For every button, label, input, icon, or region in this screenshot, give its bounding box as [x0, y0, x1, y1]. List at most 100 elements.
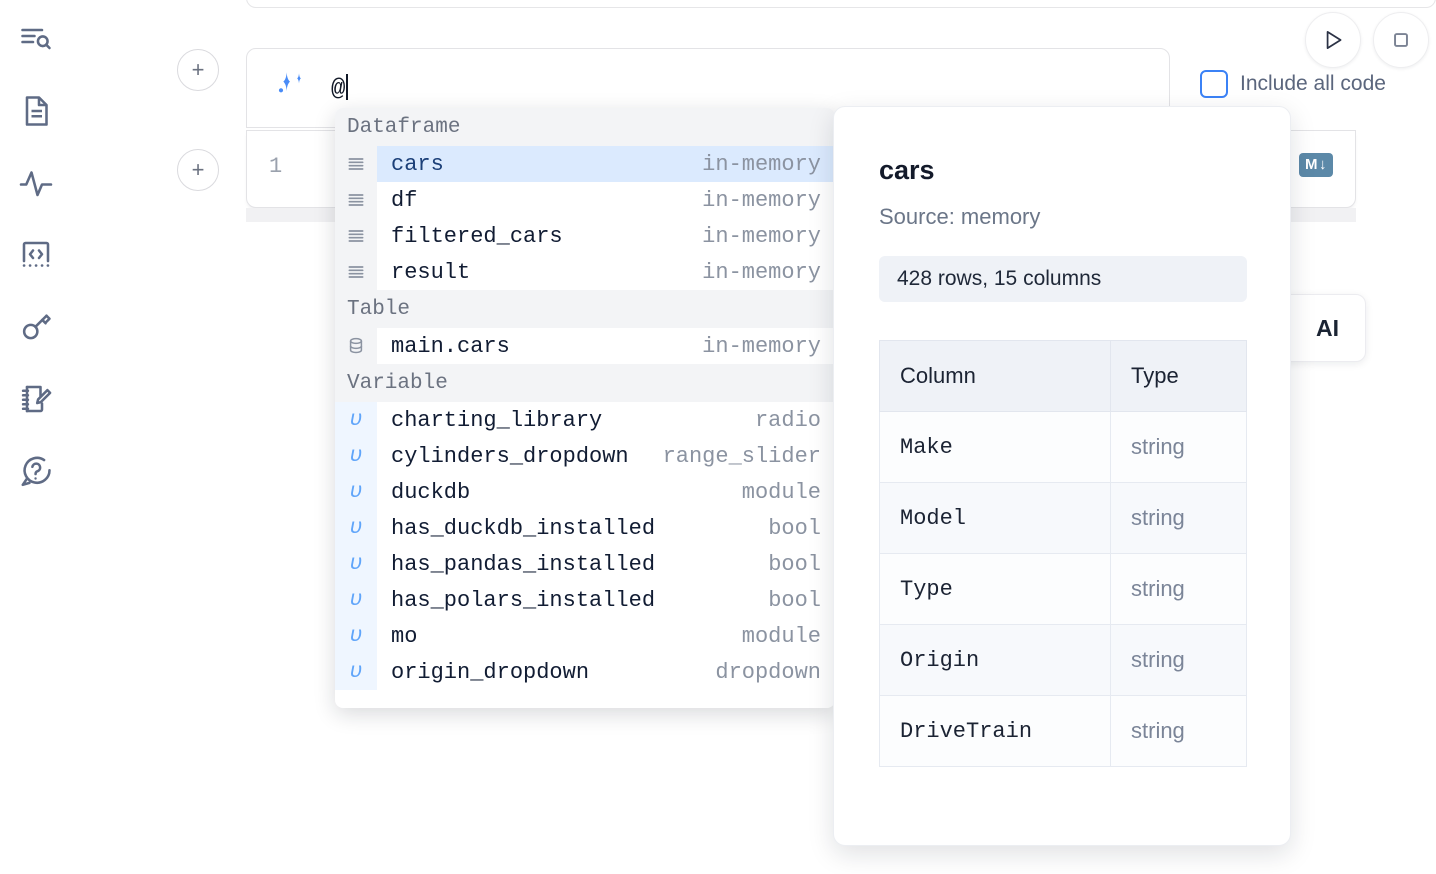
autocomplete-item-name: mo	[391, 623, 418, 649]
text-caret	[346, 73, 349, 100]
autocomplete-item-name: df	[391, 187, 418, 213]
autocomplete-item[interactable]: df in-memory	[335, 182, 835, 218]
scratchpad-icon[interactable]	[13, 376, 59, 422]
autocomplete-item-body: cylinders_dropdown range_slider	[377, 438, 835, 474]
autocomplete-item-type: in-memory	[702, 223, 821, 249]
autocomplete-item-type: in-memory	[702, 187, 821, 213]
dataframe-preview-panel: cars Source: memory 428 rows, 15 columns…	[833, 106, 1291, 846]
database-icon	[335, 328, 377, 364]
stop-button[interactable]	[1373, 12, 1429, 68]
add-cell-below-label: +	[191, 157, 205, 182]
explore-icon[interactable]	[13, 16, 59, 62]
autocomplete-item-type: in-memory	[702, 151, 821, 177]
preview-stats: 428 rows, 15 columns	[879, 256, 1247, 302]
autocomplete-item-type: in-memory	[702, 259, 821, 285]
ai-chip-label: AI	[1316, 314, 1339, 341]
variable-icon: υ	[335, 474, 377, 510]
preview-column-type: string	[1110, 411, 1247, 483]
autocomplete-item-name: has_duckdb_installed	[391, 515, 656, 541]
autocomplete-item-type: bool	[768, 551, 821, 577]
markdown-icon[interactable]: M↓	[1299, 153, 1333, 177]
preview-column-name: Model	[879, 482, 1111, 554]
autocomplete-item-body: charting_library radio	[377, 402, 835, 438]
add-cell-below-button[interactable]: +	[177, 149, 219, 191]
sparkles-icon	[269, 67, 311, 109]
preview-column-type: string	[1110, 695, 1247, 767]
autocomplete-item-name: filtered_cars	[391, 223, 563, 249]
run-button[interactable]	[1305, 12, 1361, 68]
dataframe-icon	[335, 254, 377, 290]
autocomplete-item-name: has_pandas_installed	[391, 551, 656, 577]
preview-column-name: Make	[879, 411, 1111, 483]
help-icon[interactable]	[13, 448, 59, 494]
autocomplete-item-body: df in-memory	[377, 182, 835, 218]
include-all-code-label: Include all code	[1240, 72, 1386, 95]
variable-icon: υ	[335, 438, 377, 474]
cell-above	[246, 0, 1436, 8]
include-all-code-checkbox[interactable]	[1200, 70, 1228, 98]
autocomplete-item-type: range_slider	[662, 443, 821, 469]
markdown-badge-label: M	[1305, 156, 1318, 173]
variable-icon: υ	[335, 402, 377, 438]
autocomplete-item[interactable]: υ cylinders_dropdown range_slider	[335, 438, 835, 474]
snippets-icon[interactable]	[13, 232, 59, 278]
autocomplete-item-name: cylinders_dropdown	[391, 443, 629, 469]
autocomplete-item-body: result in-memory	[377, 254, 835, 290]
autocomplete-item-type: module	[741, 623, 821, 649]
preview-column-type: string	[1110, 624, 1247, 696]
variable-icon: υ	[335, 654, 377, 690]
autocomplete-item-type: dropdown	[715, 659, 821, 685]
ai-prompt-value: @	[331, 75, 346, 103]
autocomplete-item[interactable]: result in-memory	[335, 254, 835, 290]
autocomplete-section-header: Variable	[335, 364, 835, 402]
autocomplete-item-name: duckdb	[391, 479, 471, 505]
autocomplete-item-type: bool	[768, 515, 821, 541]
autocomplete-item-name: charting_library	[391, 407, 603, 433]
dataframe-icon	[335, 218, 377, 254]
markdown-badge-arrow: ↓	[1319, 156, 1327, 173]
autocomplete-item-body: has_pandas_installed bool	[377, 546, 835, 582]
secrets-icon[interactable]	[13, 304, 59, 350]
preview-column-name: DriveTrain	[879, 695, 1111, 767]
line-number: 1	[269, 154, 283, 179]
dataframe-icon	[335, 182, 377, 218]
autocomplete-section-header: Table	[335, 290, 835, 328]
autocomplete-item-name: result	[391, 259, 471, 285]
autocomplete-item[interactable]: υ has_duckdb_installed bool	[335, 510, 835, 546]
add-cell-above-label: +	[191, 57, 205, 82]
add-cell-above-button[interactable]: +	[177, 49, 219, 91]
run-controls	[1305, 12, 1436, 68]
left-icon-rail	[0, 0, 72, 874]
autocomplete-section-header: Dataframe	[335, 108, 835, 146]
variable-icon: υ	[335, 510, 377, 546]
autocomplete-item-type: module	[741, 479, 821, 505]
preview-column-name: Type	[879, 553, 1111, 625]
dataframe-icon	[335, 146, 377, 182]
variable-icon: υ	[335, 582, 377, 618]
autocomplete-item[interactable]: filtered_cars in-memory	[335, 218, 835, 254]
ai-prompt-input[interactable]: @	[331, 73, 349, 103]
autocomplete-item-body: filtered_cars in-memory	[377, 218, 835, 254]
autocomplete-item[interactable]: υ charting_library radio	[335, 402, 835, 438]
include-all-code-row[interactable]: Include all code	[1200, 70, 1386, 98]
notebook-icon[interactable]	[13, 88, 59, 134]
activity-icon[interactable]	[13, 160, 59, 206]
preview-column-header: Column	[879, 340, 1111, 412]
autocomplete-item-type: radio	[754, 407, 821, 433]
